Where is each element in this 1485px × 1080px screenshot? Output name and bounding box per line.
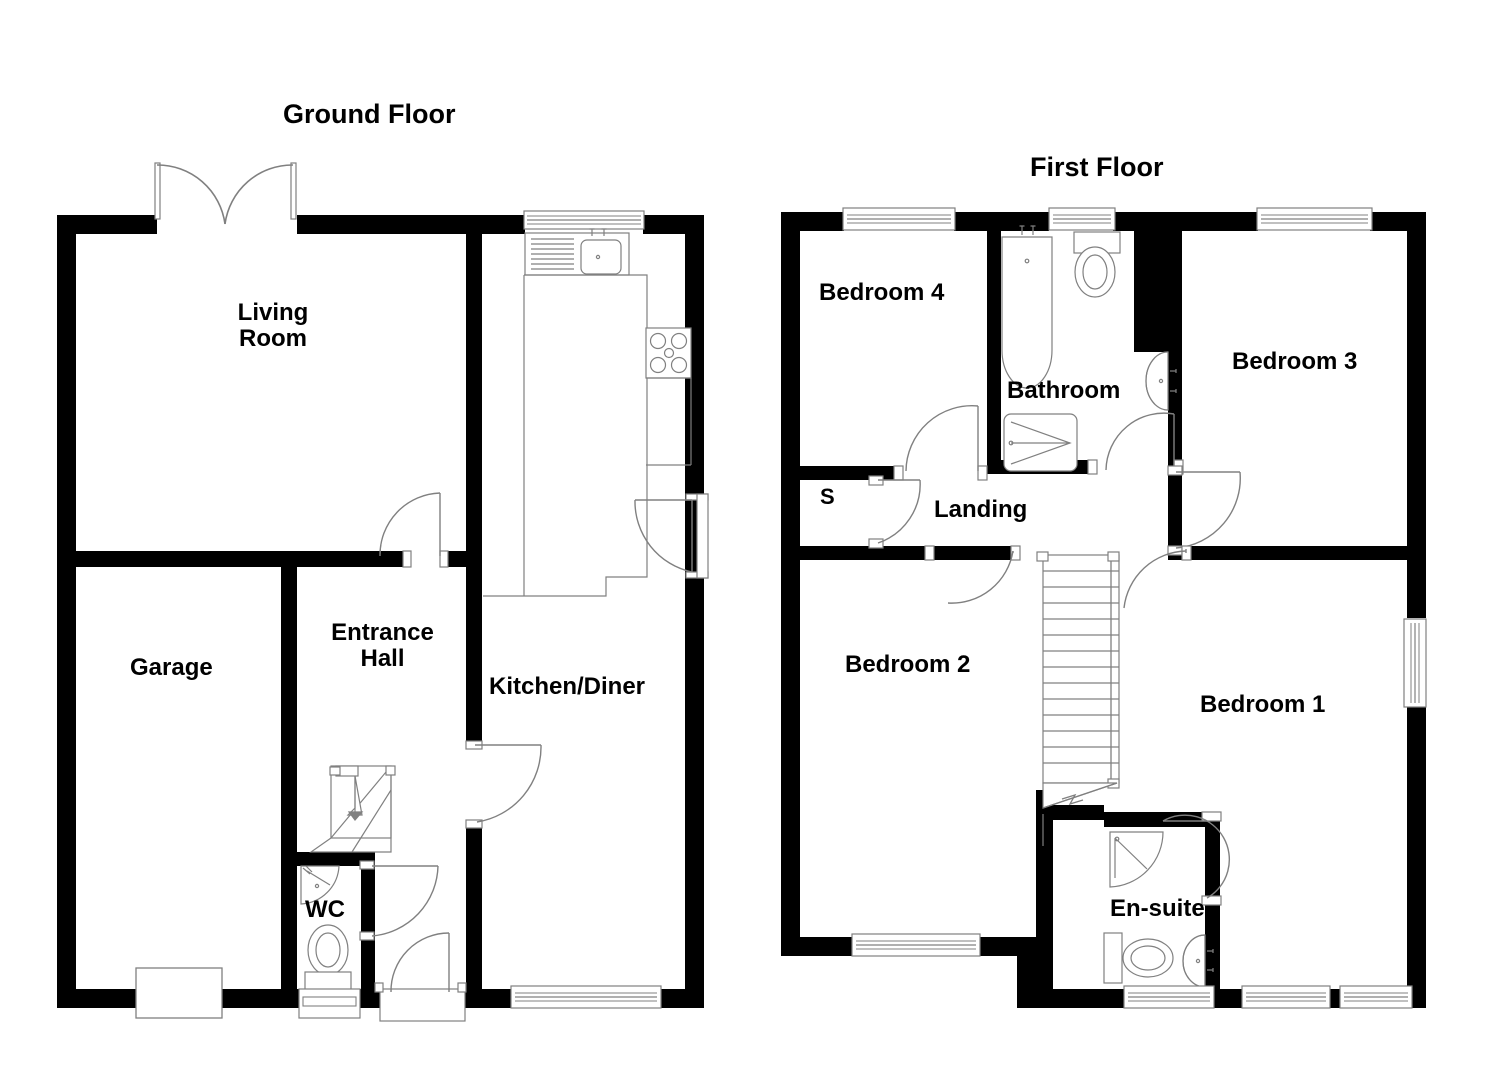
sink-and-drainer-icon bbox=[524, 228, 630, 276]
ground-floor-internal-walls bbox=[57, 215, 482, 1008]
ensuite-door-icon bbox=[1162, 811, 1231, 906]
hob-icon bbox=[645, 327, 692, 466]
shower-tray-icon bbox=[1003, 413, 1078, 472]
ensuite-window-icon bbox=[1123, 985, 1215, 1009]
room-label-entrance-hall: Entrance Hall bbox=[320, 620, 445, 672]
first-floor-title: First Floor bbox=[1030, 152, 1164, 182]
entrance-hall-label-line2: Hall bbox=[360, 644, 405, 672]
ensuite-toilet-icon bbox=[1103, 932, 1174, 984]
bedroom1-window-left-icon bbox=[1241, 985, 1331, 1009]
room-label-bedroom-1: Bedroom 1 bbox=[1200, 691, 1326, 718]
kitchen-diner-window-icon bbox=[510, 985, 662, 1009]
bedroom1-side-window-icon bbox=[1403, 618, 1427, 708]
ensuite-shower-icon bbox=[1109, 831, 1164, 888]
stairs-up-icon bbox=[309, 765, 396, 853]
wc-toilet-icon bbox=[304, 924, 352, 994]
french-doors-icon bbox=[154, 162, 297, 225]
bath-icon bbox=[1001, 225, 1053, 389]
bedroom2-window-icon bbox=[851, 933, 981, 957]
wc-basin-icon bbox=[300, 865, 340, 905]
living-room-label-line2: Room bbox=[239, 324, 307, 352]
bedroom2-door-icon bbox=[924, 545, 1021, 604]
room-label-landing: Landing bbox=[934, 496, 1028, 523]
back-door-icon bbox=[634, 493, 709, 579]
living-room-door-icon bbox=[379, 492, 449, 568]
living-room-label-line1: Living bbox=[237, 299, 309, 326]
room-label-living-room: Living Room bbox=[225, 300, 321, 352]
room-label-bedroom-3: Bedroom 3 bbox=[1232, 348, 1358, 375]
kitchen-worktop-icon bbox=[483, 274, 648, 597]
bedroom4-door-icon bbox=[893, 405, 988, 481]
room-label-storage: S bbox=[820, 484, 835, 509]
bathroom-window-icon bbox=[1048, 207, 1116, 231]
room-label-wc: WC bbox=[305, 896, 345, 923]
garage-door-icon bbox=[135, 967, 223, 1019]
bathroom-basin-icon bbox=[1145, 351, 1177, 411]
storage-door-icon bbox=[868, 475, 921, 549]
bedroom3-window-icon bbox=[1256, 207, 1373, 231]
room-label-bedroom-2: Bedroom 2 bbox=[845, 651, 971, 678]
wc-door-icon bbox=[359, 860, 439, 941]
kitchen-window-icon bbox=[523, 210, 645, 230]
hall-kitchen-door-icon bbox=[465, 740, 542, 829]
room-label-bathroom: Bathroom bbox=[1007, 377, 1121, 404]
room-label-bedroom-4: Bedroom 4 bbox=[819, 279, 945, 306]
bedroom1-window-right-icon bbox=[1339, 985, 1413, 1009]
bathroom-toilet-icon bbox=[1073, 231, 1121, 298]
ensuite-basin-icon bbox=[1182, 934, 1214, 988]
room-label-kitchen-diner: Kitchen/Diner bbox=[489, 673, 646, 700]
room-label-garage: Garage bbox=[130, 654, 213, 681]
entrance-hall-label-line1: Entrance bbox=[331, 619, 434, 646]
room-label-en-suite: En-suite bbox=[1110, 895, 1205, 922]
front-door-icon bbox=[374, 932, 467, 1022]
wc-window-icon bbox=[298, 988, 361, 1019]
ground-floor-title: Ground Floor bbox=[283, 99, 456, 129]
bedroom1-door-icon bbox=[1123, 545, 1192, 609]
bedroom4-window-icon bbox=[842, 207, 956, 231]
staircase-icon bbox=[1036, 551, 1120, 846]
